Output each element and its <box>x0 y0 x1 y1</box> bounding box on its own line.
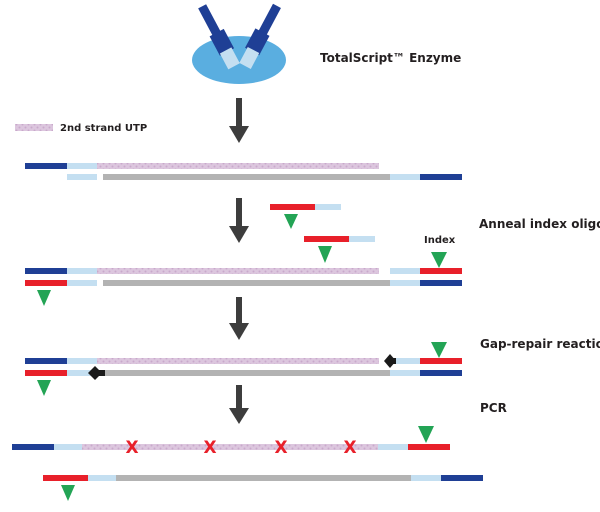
oligo-light-right <box>378 444 408 450</box>
index-oligo-1 <box>270 204 341 229</box>
degraded-mark-1: X <box>125 438 138 458</box>
strand-top-light <box>67 358 97 364</box>
strand-top-light <box>67 163 97 169</box>
legend-utp-swatch <box>15 124 53 131</box>
strand-top-utp <box>82 444 378 450</box>
pipette-left <box>198 4 240 70</box>
strand-top-utp <box>97 358 379 364</box>
oligo-red-left <box>25 280 67 286</box>
stage-1-cdna <box>25 163 462 180</box>
oligo-light-right <box>396 358 420 364</box>
strand-top-light <box>67 268 97 274</box>
strand-bottom-dark <box>420 280 462 286</box>
strand-top-utp <box>97 163 379 169</box>
enzyme-illustration <box>192 3 286 84</box>
oligo-light-right <box>390 268 420 274</box>
strand-bottom-dark <box>420 174 462 180</box>
strand-bottom-light-right <box>390 370 420 376</box>
index-triangle <box>284 214 298 229</box>
oligo-light <box>349 236 375 242</box>
ligase-diamond-bottom <box>88 366 102 380</box>
index-triangle-left <box>61 485 75 501</box>
gap-repair-label: Gap-repair reaction <box>480 337 600 351</box>
stage-4-pcr: X X X X <box>12 426 483 501</box>
oligo-red-right <box>420 358 462 364</box>
strand-top-dark <box>25 268 67 274</box>
step-arrow-2 <box>229 198 249 243</box>
strand-bottom-light-right <box>390 174 420 180</box>
oligo-red-left <box>43 475 88 481</box>
index-oligo-2 <box>304 236 375 263</box>
strand-top-dark <box>12 444 54 450</box>
strand-top-utp <box>97 268 379 274</box>
strand-bottom-dark <box>441 475 483 481</box>
enzyme-label: TotalScript™ Enzyme <box>320 51 461 65</box>
oligo-red-left <box>25 370 67 376</box>
strand-bottom-light-right <box>390 280 420 286</box>
step-arrow-4 <box>229 385 249 424</box>
strand-bottom-light-left <box>67 280 97 286</box>
degraded-mark-3: X <box>274 438 287 458</box>
strand-top-dark <box>25 358 67 364</box>
step-arrow-3 <box>229 297 249 340</box>
oligo-red-right <box>408 444 450 450</box>
pipette-right <box>239 3 281 69</box>
strand-bottom-gray <box>116 475 411 481</box>
strand-bottom-dark <box>420 370 462 376</box>
index-triangle-right <box>418 426 434 443</box>
oligo-light <box>315 204 341 210</box>
stage-2-annealed <box>25 252 462 306</box>
index-label: Index <box>424 235 456 246</box>
ligase-diamond-top <box>384 354 396 368</box>
legend-utp-label: 2nd strand UTP <box>60 123 147 134</box>
anneal-label: Anneal index oligo <box>479 217 600 231</box>
oligo-red-right <box>420 268 462 274</box>
strand-top-dark <box>25 163 67 169</box>
degraded-mark-2: X <box>203 438 216 458</box>
enzyme-ellipse <box>192 36 286 84</box>
strand-bottom-gray <box>103 174 390 180</box>
oligo-red <box>270 204 315 210</box>
stage-3-gap-repair <box>25 342 462 396</box>
strand-top-light <box>54 444 82 450</box>
strand-bottom-gray <box>105 370 390 376</box>
pcr-label: PCR <box>480 401 507 415</box>
index-triangle-left <box>37 290 51 306</box>
step-arrow-1 <box>229 98 249 143</box>
index-triangle <box>318 246 332 263</box>
strand-bottom-gray <box>103 280 390 286</box>
index-triangle-left <box>37 380 51 396</box>
degraded-mark-4: X <box>343 438 356 458</box>
strand-bottom-light-left <box>88 475 116 481</box>
index-triangle-right <box>431 342 447 358</box>
strand-bottom-light-right <box>411 475 441 481</box>
legend: 2nd strand UTP <box>15 123 147 134</box>
oligo-red <box>304 236 349 242</box>
index-triangle-right <box>431 252 447 268</box>
strand-bottom-light-left <box>67 370 97 376</box>
strand-bottom-light-left <box>67 174 97 180</box>
